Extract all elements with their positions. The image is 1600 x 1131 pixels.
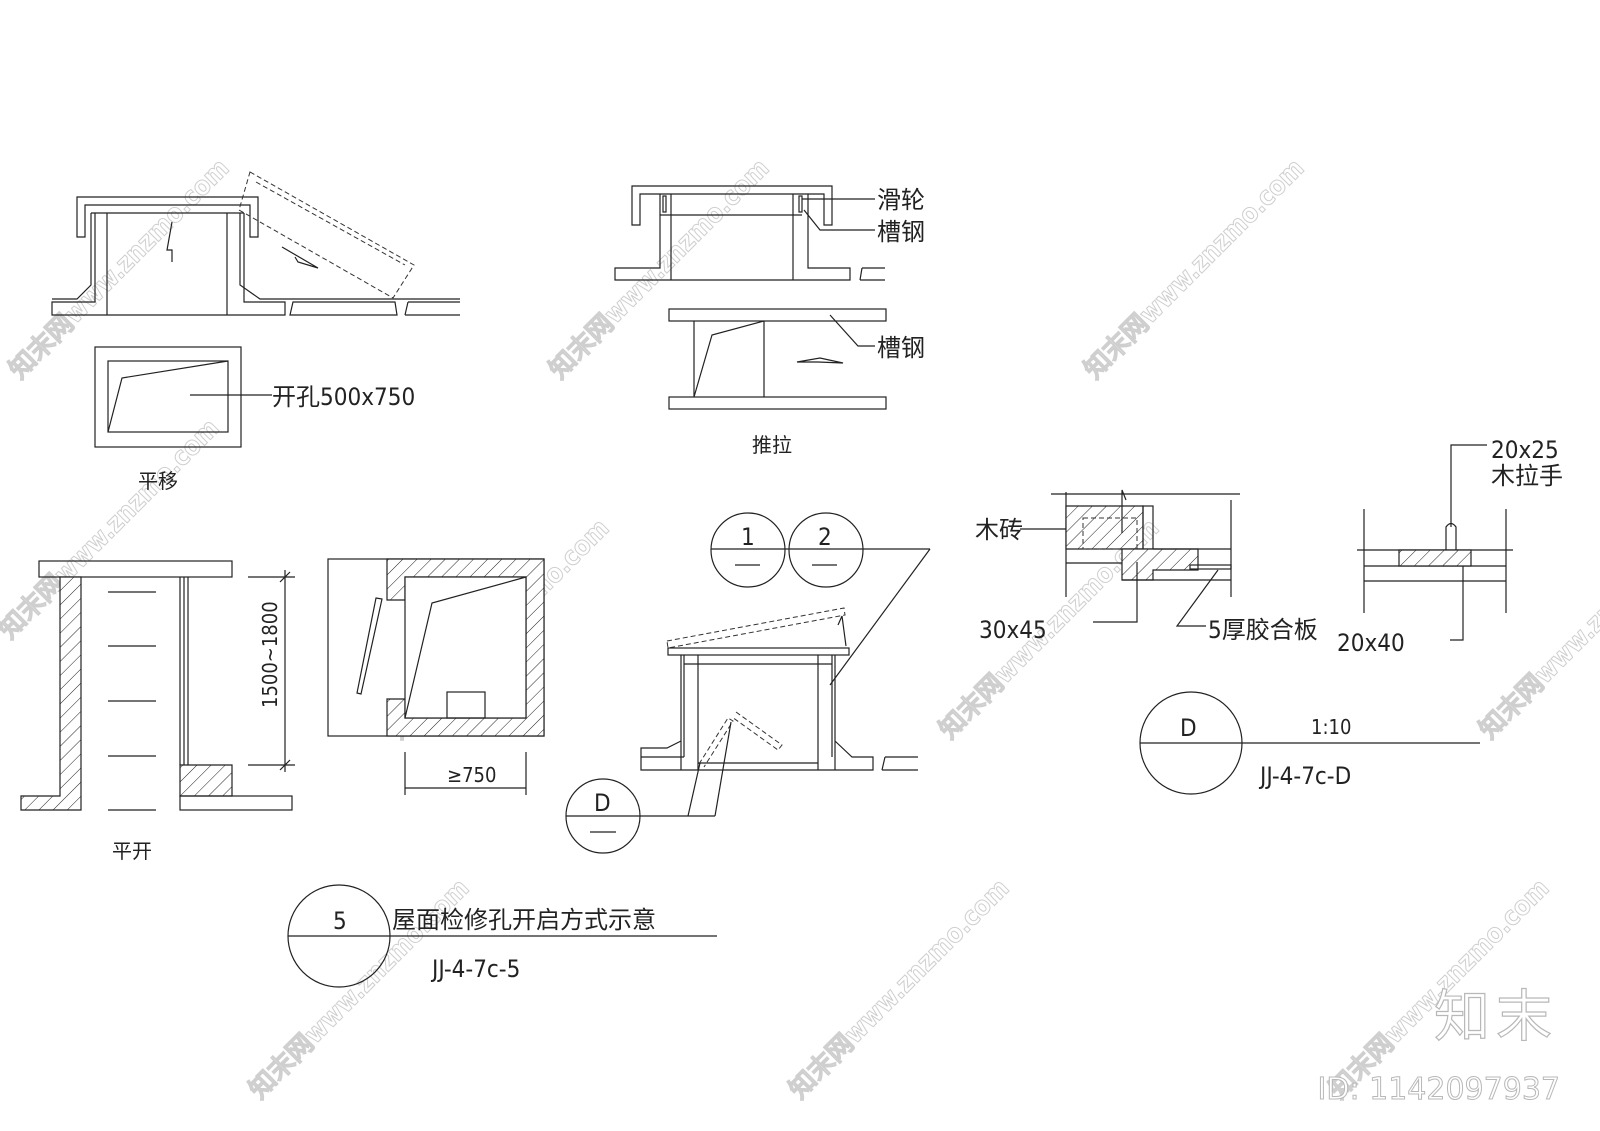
- handle-label: 木拉手: [1491, 462, 1563, 490]
- view-tuila: 滑轮 槽钢 槽钢 推拉: [614, 185, 925, 457]
- view-pingyi-section: [51, 171, 460, 316]
- drawing-title: 5 屋面检修孔开启方式示意 JJ-4-7c-5: [287, 884, 717, 988]
- wood-size-label: 30x45: [979, 616, 1047, 644]
- detail-marker-D: D: [594, 789, 611, 817]
- caption-pingyi: 平移: [138, 469, 178, 493]
- channel-steel-label-2: 槽钢: [877, 334, 925, 362]
- pulley-label: 滑轮: [877, 186, 925, 214]
- watermark-text: 知末网www.znzmo.com: [4, 153, 236, 385]
- detail-D-scale: 1:10: [1311, 715, 1351, 739]
- handle-size-label: 20x25: [1491, 436, 1559, 464]
- view-pingkai-plan: ≥750: [327, 558, 545, 795]
- wood-brick-label: 木砖: [975, 516, 1023, 544]
- caption-tuila: 推拉: [752, 433, 792, 457]
- watermark-text: 知末网www.znzmo.com: [1474, 513, 1600, 745]
- detail-left: 木砖 30x45 5厚胶合板: [975, 489, 1318, 644]
- watermark-text: 知末网www.znzmo.com: [0, 413, 225, 645]
- title-text: 屋面检修孔开启方式示意: [392, 906, 656, 934]
- view-pingkai-section: 1500~1800 平开: [20, 560, 295, 863]
- brand-logo: 知末: [1433, 984, 1558, 1050]
- view-pingyi-plan: 开孔500x750 平移: [94, 346, 415, 493]
- detail-D-index: D: [1180, 714, 1197, 742]
- section-marker-1: 1: [741, 523, 755, 551]
- caption-pingkai: 平开: [112, 839, 152, 863]
- watermark-text: 知末网www.znzmo.com: [1079, 153, 1311, 385]
- detail-D-title: D 1:10 JJ-4-7c-D: [1139, 691, 1480, 795]
- detail-right: 20x25 木拉手 20x40: [1337, 436, 1563, 657]
- channel-steel-label-1: 槽钢: [877, 218, 925, 246]
- width-dimension: ≥750: [447, 763, 496, 787]
- title-ref: JJ-4-7c-5: [430, 955, 520, 983]
- plywood-label: 5厚胶合板: [1208, 616, 1318, 644]
- handle-base-size-label: 20x40: [1337, 629, 1405, 657]
- watermark-text: 知末网www.znzmo.com: [784, 873, 1016, 1105]
- section-marker-2: 2: [818, 523, 832, 551]
- view-hinged-section: 1 2 D: [565, 512, 931, 854]
- detail-D-ref: JJ-4-7c-D: [1258, 762, 1351, 790]
- height-dimension: 1500~1800: [258, 601, 282, 708]
- title-index: 5: [333, 907, 347, 935]
- watermark-text: 知末网www.znzmo.com: [544, 153, 776, 385]
- opening-size-label: 开孔500x750: [272, 383, 415, 411]
- asset-id: ID: 1142097937: [1317, 1072, 1560, 1108]
